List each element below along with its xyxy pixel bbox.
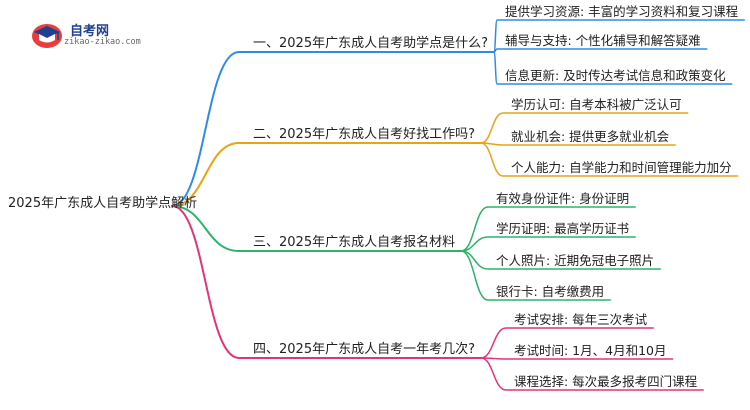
branch-2-label: 二、2025年广东成人自考好找工作吗? [253,127,475,142]
leaf-4-1: 考试安排: 每年三次考试 [514,312,648,327]
connector-leaf-1-3 [493,51,733,85]
connector-leaf-4-2 [480,357,674,360]
leaf-2-2: 就业机会: 提供更多就业机会 [511,129,670,144]
leaf-3-2: 学历证明: 最高学历证书 [496,221,630,236]
connector-leaf-1-2 [493,48,708,53]
leaf-4-3: 课程选择: 每次最多报考四门课程 [514,374,698,389]
leaf-2-1: 学历认可: 自考本科被广泛认可 [511,97,682,112]
connector-branch-3 [171,205,463,252]
connector-leaf-4-1 [480,327,654,359]
logo-url: zikao-zikao.com [64,37,141,47]
leaf-1-2: 辅导与支持: 个性化辅导和解答疑难 [505,33,701,48]
connector-branch-2 [171,142,482,207]
connector-leaf-2-2 [480,142,676,146]
connector-branch-1 [171,51,495,207]
leaf-1-1: 提供学习资源: 丰富的学习资料和复习课程 [505,4,739,19]
connector-branch-4 [171,205,482,359]
graduation-cap-icon [32,24,62,48]
connector-leaf-3-1 [460,206,636,252]
connector-leaf-1-1 [493,19,745,53]
branch-1-label: 一、2025年广东成人自考助学点是什么? [253,36,488,51]
branch-3-label: 三、2025年广东成人自考报名材料 [253,235,456,250]
leaf-3-3: 个人照片: 近期免冠电子照片 [496,253,655,268]
logo-name: 自考网 [70,24,110,39]
connector-leaf-3-2 [460,236,636,252]
leaf-4-2: 考试时间: 1月、4月和10月 [514,343,667,358]
leaf-3-4: 银行卡: 自考缴费用 [496,284,605,299]
connector-leaf-4-3 [480,357,704,391]
branch-4-label: 四、2025年广东成人自考一年考几次? [253,342,475,357]
connector-leaf-2-3 [480,142,739,177]
leaf-1-3: 信息更新: 及时传达考试信息和政策变化 [505,68,726,83]
connector-leaf-3-4 [460,250,611,301]
leaf-3-1: 有效身份证件: 身份证明 [496,191,630,206]
site-logo: 自考网 zikao-zikao.com [30,18,180,50]
mindmap-root: 2025年广东成人自考助学点解析 [8,196,198,211]
leaf-2-3: 个人能力: 自学能力和时间管理能力加分 [511,160,732,175]
connector-leaf-2-1 [480,112,689,144]
